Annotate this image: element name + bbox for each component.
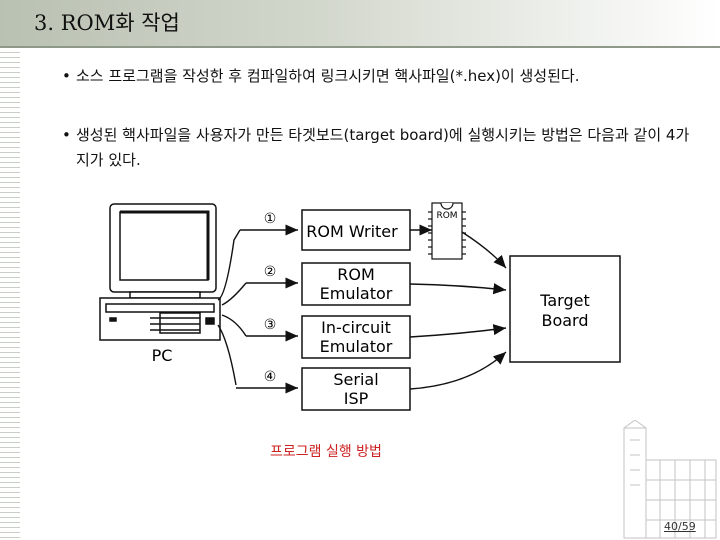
method-label-3b: Emulator <box>320 337 393 356</box>
pc-label: PC <box>152 346 173 365</box>
bullet-dot-icon: • <box>62 67 71 85</box>
method-label-3a: In-circuit <box>321 318 391 337</box>
target-connector-lines <box>409 224 507 390</box>
bullet-dot-icon: • <box>62 126 71 144</box>
rom-writer-box <box>301 209 411 251</box>
in-circuit-emulator-box <box>301 315 411 359</box>
method-number-4: ④ <box>264 369 277 385</box>
connector-lines <box>217 224 298 394</box>
page-title: 3. ROM화 작업 <box>34 11 180 35</box>
method-label-4a: Serial <box>333 370 378 389</box>
left-ruled-stripe <box>0 48 20 540</box>
bullet-item-1: • 소스 프로그램을 작성한 후 컴파일하여 링크시키면 핵사파일(*.hex)… <box>62 64 696 89</box>
bullet-item-2: • 생성된 핵사파일을 사용자가 만든 타겟보드(target board)에 … <box>62 123 696 173</box>
page-number: 40/59 <box>664 520 696 533</box>
method-label-1: ROM Writer <box>306 222 398 241</box>
diagram-caption: 프로그램 실행 방법 <box>270 444 382 460</box>
rom-chip-icon <box>428 202 466 260</box>
method-number-1: ① <box>264 211 277 227</box>
target-label-line1: Target <box>539 291 590 310</box>
rom-chip-label: ROM <box>436 211 457 221</box>
method-label-4b: ISP <box>344 389 369 408</box>
building-watermark-icon <box>623 420 717 539</box>
target-board-box <box>509 255 621 363</box>
bullet-text-2: 생성된 핵사파일을 사용자가 만든 타겟보드(target board)에 실행… <box>76 126 690 169</box>
header-divider <box>0 46 720 48</box>
method-number-2: ② <box>264 264 277 280</box>
method-number-3: ③ <box>264 317 277 333</box>
target-label-line2: Board <box>541 311 588 330</box>
method-label-2a: ROM <box>337 265 375 284</box>
rom-emulator-box <box>301 262 411 306</box>
header-bar <box>0 0 720 46</box>
bullet-text-1: 소스 프로그램을 작성한 후 컴파일하여 링크시키면 핵사파일(*.hex)이 … <box>76 67 580 85</box>
pc-computer-icon <box>99 203 221 341</box>
method-label-2b: Emulator <box>320 284 393 303</box>
